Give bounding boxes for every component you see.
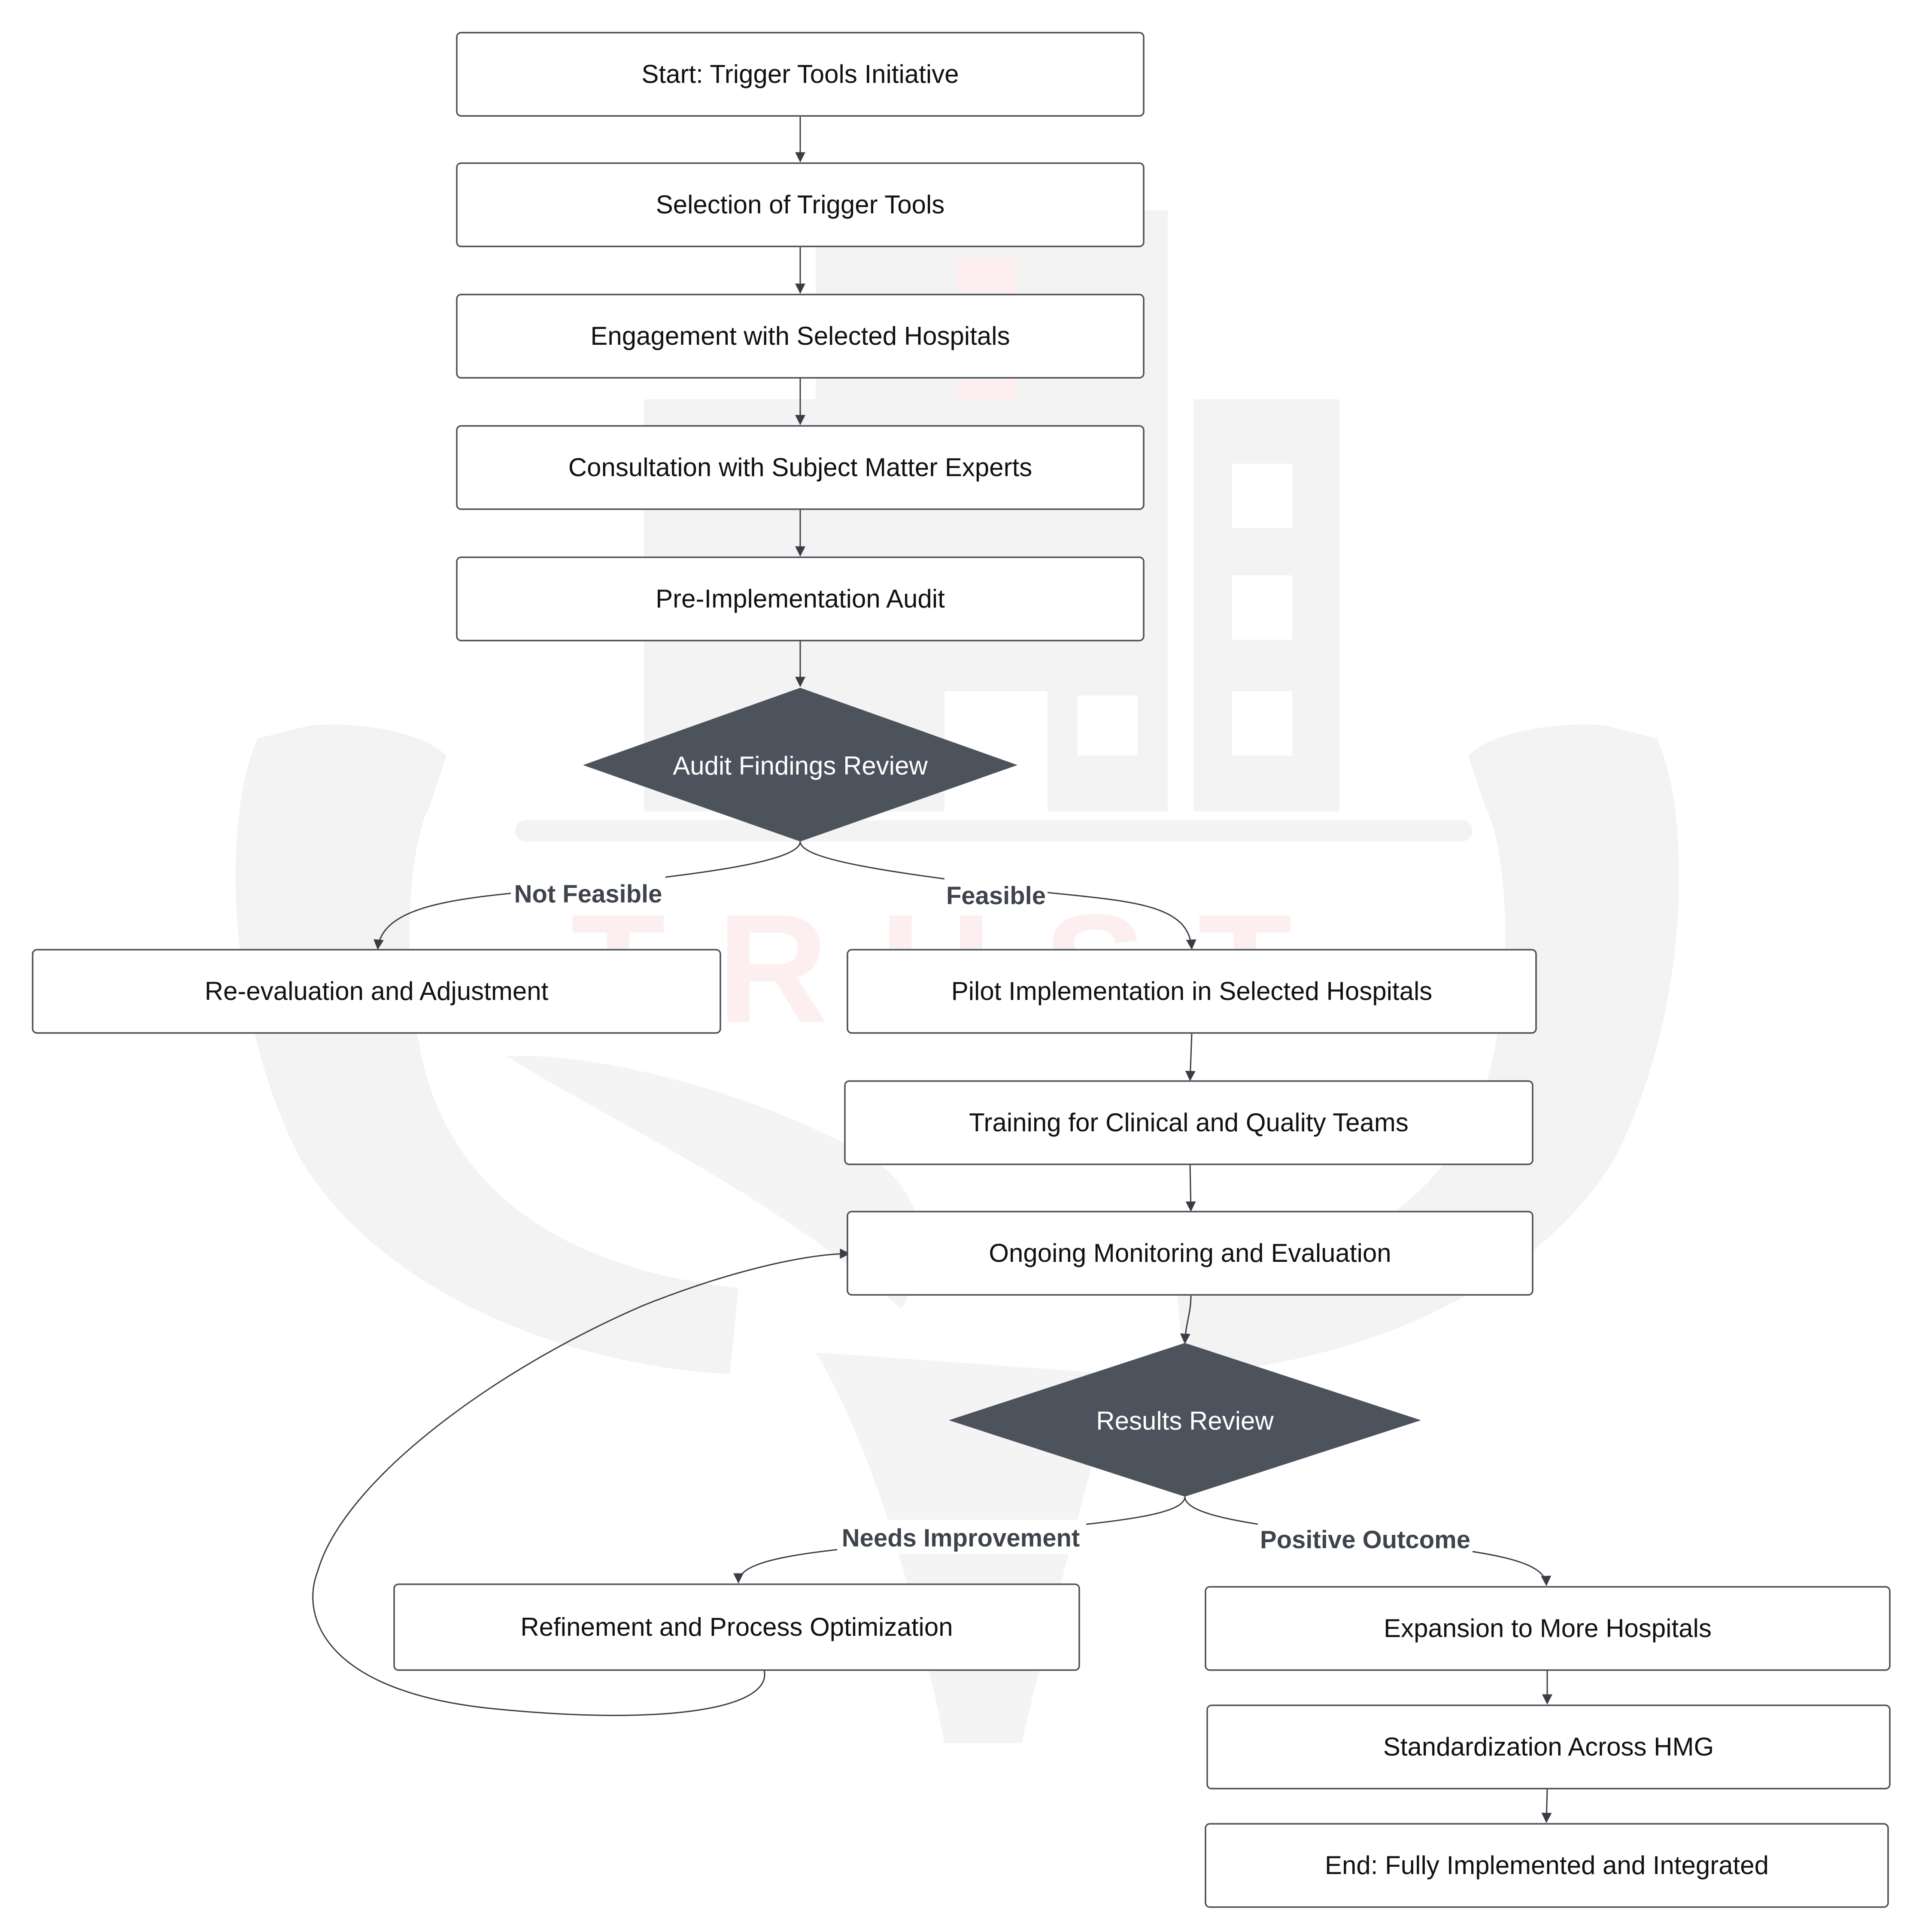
node-consultation[interactable]: Consultation with Subject Matter Experts (456, 425, 1145, 510)
node-end-label: End: Fully Implemented and Integrated (1325, 1851, 1769, 1880)
node-reevaluation-label: Re-evaluation and Adjustment (205, 977, 549, 1005)
decision-audit-review-label: Audit Findings Review (673, 751, 928, 780)
node-selection[interactable]: Selection of Trigger Tools (456, 162, 1145, 247)
node-selection-label: Selection of Trigger Tools (656, 190, 945, 219)
edge-pilot-to-training (1185, 1033, 1196, 1081)
node-pilot-label: Pilot Implementation in Selected Hospita… (951, 977, 1433, 1005)
node-refinement[interactable]: Refinement and Process Optimization (393, 1583, 1080, 1671)
node-refinement-label: Refinement and Process Optimization (520, 1613, 953, 1641)
node-monitoring[interactable]: Ongoing Monitoring and Evaluation (847, 1211, 1533, 1296)
watermark-left-hand (235, 724, 738, 1374)
edge-training-to-monitoring (1185, 1164, 1196, 1212)
watermark-right-hand (1176, 724, 1679, 1374)
watermark-window (1078, 696, 1138, 756)
node-training-label: Training for Clinical and Quality Teams (969, 1108, 1409, 1137)
node-engagement-label: Engagement with Selected Hospitals (590, 322, 1010, 350)
node-pilot[interactable]: Pilot Implementation in Selected Hospita… (847, 949, 1537, 1034)
decision-results-review-label: Results Review (1096, 1406, 1274, 1435)
watermark-ground (515, 820, 1473, 841)
edge-label-feasible: Feasible (946, 882, 1046, 910)
node-reevaluation[interactable]: Re-evaluation and Adjustment (32, 949, 721, 1034)
node-start[interactable]: Start: Trigger Tools Initiative (456, 32, 1145, 117)
edge-refinement-to-monitoring (312, 1249, 850, 1716)
decision-results-review[interactable]: Results Review (949, 1343, 1421, 1497)
node-end[interactable]: End: Fully Implemented and Integrated (1205, 1823, 1889, 1908)
node-training[interactable]: Training for Clinical and Quality Teams (844, 1080, 1533, 1165)
node-monitoring-label: Ongoing Monitoring and Evaluation (989, 1239, 1391, 1267)
edge-labels: Not Feasible Feasible Needs Improvement … (511, 876, 1473, 1556)
node-engagement[interactable]: Engagement with Selected Hospitals (456, 294, 1145, 379)
edge-monitoring-to-resultsreview (1180, 1295, 1192, 1344)
node-expansion[interactable]: Expansion to More Hospitals (1205, 1586, 1891, 1671)
node-expansion-label: Expansion to More Hospitals (1384, 1614, 1712, 1643)
edge-label-positive-outcome: Positive Outcome (1260, 1526, 1470, 1554)
node-consultation-label: Consultation with Subject Matter Experts (568, 453, 1032, 482)
node-standardization-label: Standardization Across HMG (1383, 1732, 1714, 1761)
edge-label-not-feasible: Not Feasible (514, 880, 662, 908)
watermark-window (1232, 464, 1292, 528)
decision-audit-review[interactable]: Audit Findings Review (583, 688, 1017, 841)
node-pre-audit[interactable]: Pre-Implementation Audit (456, 556, 1145, 641)
watermark-window (1232, 691, 1292, 756)
edge-label-needs-improvement: Needs Improvement (842, 1524, 1080, 1552)
node-start-label: Start: Trigger Tools Initiative (641, 60, 959, 88)
node-pre-audit-label: Pre-Implementation Audit (656, 584, 945, 613)
node-standardization[interactable]: Standardization Across HMG (1206, 1704, 1891, 1789)
edge-standardization-to-end (1541, 1788, 1552, 1823)
watermark-window (1232, 575, 1292, 640)
